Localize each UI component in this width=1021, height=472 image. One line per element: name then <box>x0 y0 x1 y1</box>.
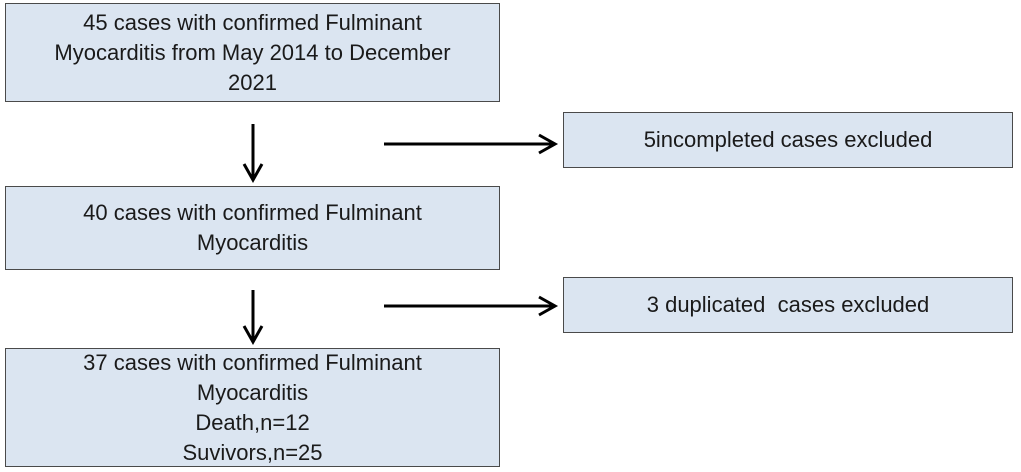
initial-cohort-line1: 45 cases with confirmed Fulminant <box>83 9 422 35</box>
initial-cohort-line2: Myocarditis from May 2014 to December <box>54 39 451 65</box>
exclusion-box-duplicated: 3 duplicated cases excluded <box>563 277 1013 333</box>
exclusion-duplicated-label: 3 duplicated cases excluded <box>646 292 930 317</box>
final-cohort-line2: Myocarditis <box>196 379 309 405</box>
exclusion-incomplete-label: 5incompleted cases excluded <box>643 127 933 152</box>
intermediate-cohort-line1: 40 cases with confirmed Fulminant <box>83 200 422 225</box>
final-cohort-box: 37 cases with confirmed Fulminant Myocar… <box>5 348 500 467</box>
initial-cohort-line3: 2021 <box>228 69 277 95</box>
exclusion-box-incomplete: 5incompleted cases excluded <box>563 112 1013 168</box>
final-cohort-death: Death,n=12 <box>195 409 310 435</box>
initial-cohort-box: 45 cases with confirmed Fulminant Myocar… <box>5 3 500 102</box>
intermediate-cohort-line2: Myocarditis <box>196 230 309 255</box>
intermediate-cohort-box: 40 cases with confirmed Fulminant Myocar… <box>5 186 500 270</box>
final-cohort-line1: 37 cases with confirmed Fulminant <box>83 349 422 375</box>
final-cohort-survivors: Suvivors,n=25 <box>182 439 323 465</box>
